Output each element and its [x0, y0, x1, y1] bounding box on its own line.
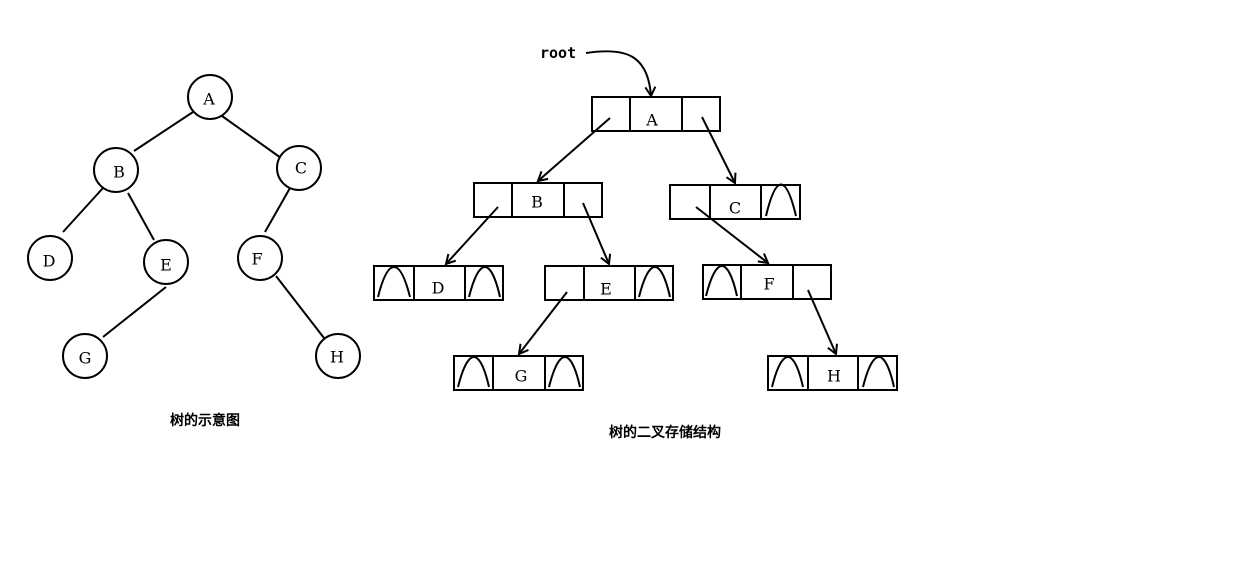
- tree-node-D: D: [27, 235, 73, 281]
- tree-node-B-label: B: [113, 163, 125, 182]
- null-pointer-icon: [468, 266, 501, 298]
- null-pointer-icon: [457, 356, 490, 388]
- tree-node-H: H: [315, 333, 361, 379]
- storage-node-E-label: E: [600, 280, 612, 299]
- edge-E-G: [102, 286, 167, 338]
- pointer-C-left-to-F: [695, 206, 768, 263]
- edge-A-C: [221, 115, 282, 159]
- pointer-B-left-to-D: [446, 206, 499, 264]
- tree-schematic: A B C D E F G H 树的示意图: [27, 74, 361, 429]
- storage-caption: 树的二叉存储结构: [609, 424, 721, 441]
- edge-B-E: [127, 192, 155, 241]
- storage-node-B-label: B: [531, 193, 543, 212]
- root-label: root: [540, 44, 576, 62]
- storage-node-C: C: [669, 183, 801, 220]
- tree-node-A-label: A: [202, 90, 215, 109]
- pointer-E-left-to-G: [519, 291, 568, 354]
- storage-node-F: F: [702, 264, 832, 300]
- null-pointer-icon: [705, 265, 738, 297]
- tree-node-D-label: D: [43, 252, 56, 271]
- tree-caption: 树的示意图: [170, 412, 240, 429]
- null-pointer-icon: [548, 356, 581, 388]
- storage-node-D-label: D: [432, 279, 445, 298]
- storage-node-G-label: G: [515, 367, 528, 386]
- storage-node-H-label: H: [827, 367, 841, 386]
- storage-node-G: G: [453, 355, 584, 391]
- null-pointer-icon: [377, 266, 411, 298]
- pointer-B-right-to-E: [582, 202, 609, 264]
- pointer-A-left-to-B: [538, 117, 611, 181]
- storage-node-A: A: [591, 96, 721, 132]
- storage-node-A-label: A: [645, 111, 658, 130]
- null-pointer-icon: [765, 183, 797, 217]
- storage-node-C-label: C: [729, 199, 741, 218]
- edge-F-H: [275, 275, 325, 339]
- tree-node-E-label: E: [160, 256, 172, 275]
- storage-node-F-label: F: [763, 275, 774, 294]
- tree-node-G-label: G: [79, 349, 92, 368]
- tree-node-C-label: C: [295, 159, 307, 178]
- storage-node-D: D: [373, 265, 504, 301]
- tree-node-B: B: [93, 147, 139, 193]
- tree-node-F-label: F: [251, 250, 262, 269]
- tree-node-G: G: [62, 333, 108, 379]
- pointer-F-right-to-H: [807, 289, 836, 354]
- root-arrow: [585, 50, 651, 96]
- storage-node-H: H: [767, 355, 898, 391]
- tree-node-C: C: [276, 145, 322, 191]
- pointer-A-right-to-C: [701, 116, 735, 183]
- tree-node-E: E: [143, 239, 189, 285]
- tree-node-F: F: [237, 235, 283, 281]
- edge-B-D: [62, 187, 104, 233]
- edge-A-B: [133, 111, 194, 152]
- null-pointer-icon: [862, 356, 895, 388]
- null-pointer-icon: [638, 266, 671, 298]
- edge-C-F: [264, 187, 291, 233]
- null-pointer-icon: [771, 356, 804, 388]
- tree-node-A: A: [187, 74, 233, 120]
- binary-storage-structure: root A B C D: [373, 44, 898, 441]
- tree-node-H-label: H: [330, 348, 344, 367]
